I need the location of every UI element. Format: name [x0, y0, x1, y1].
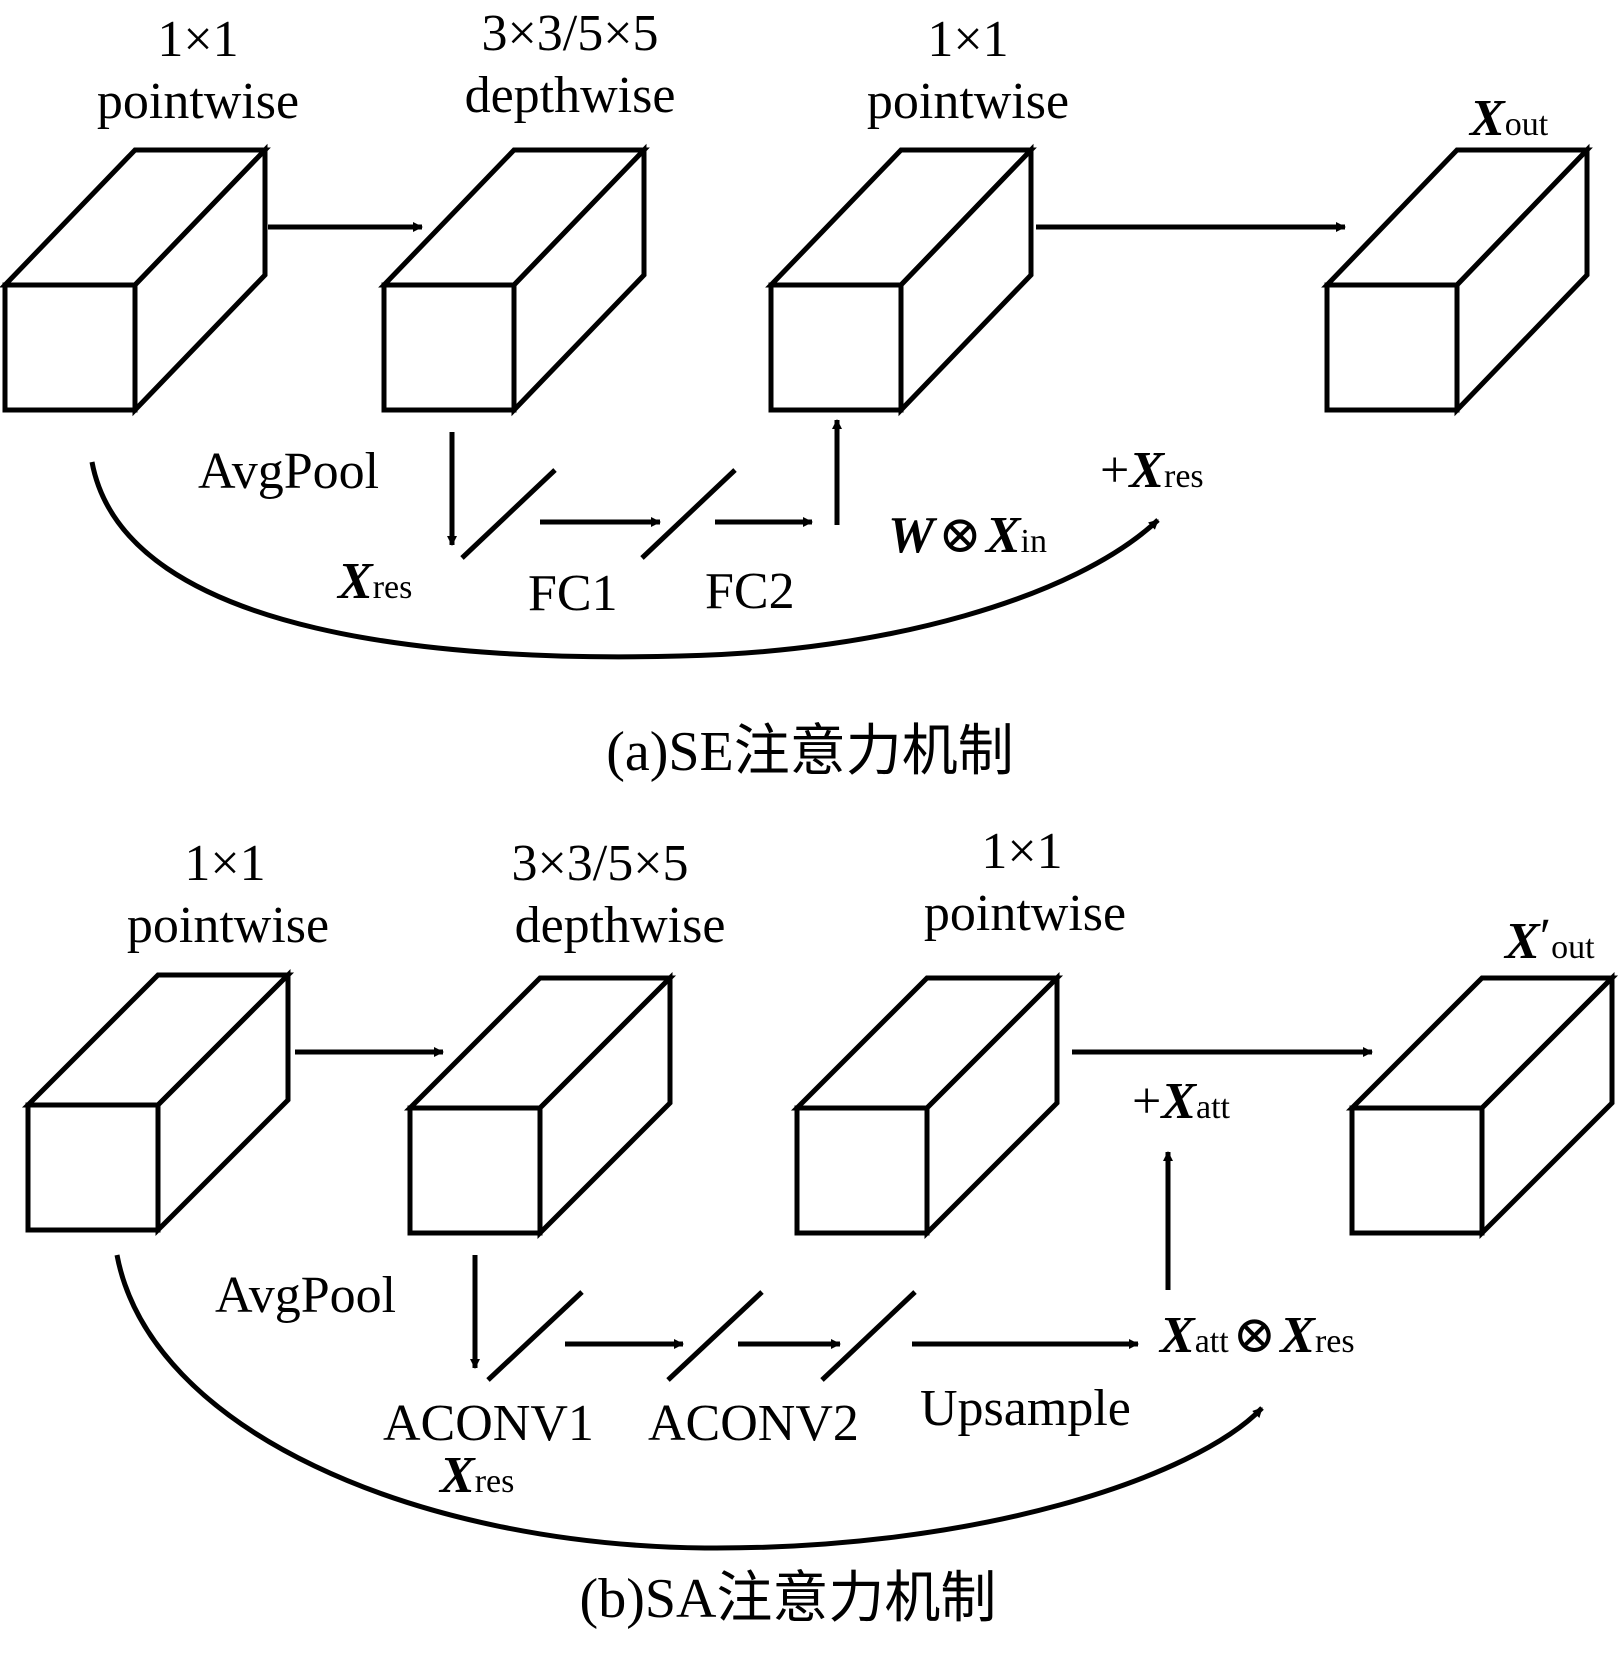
panel-a-slash-fc1 — [460, 468, 557, 560]
panel-b-slash-aconv2 — [666, 1290, 764, 1382]
panel-a-block3-type-label: pointwise — [867, 73, 1069, 130]
panel-b-sa-attention: 1×1 pointwise 3×3/5×5 depthwise 1×1 poin… — [21, 823, 1619, 1630]
panel-b-block3-size-label: 1×1 — [981, 823, 1062, 880]
panel-b-output-label: X′out — [1503, 909, 1595, 970]
panel-a-fc2-label: FC2 — [705, 563, 795, 620]
panel-a-caption: (a)SE注意力机制 — [606, 721, 1014, 783]
panel-a-output-label: Xout — [1468, 90, 1549, 147]
panel-b-slash-aconv1 — [486, 1290, 584, 1382]
panel-b-slash-upsample — [820, 1290, 917, 1382]
panel-a-output-block: Xout — [1321, 90, 1593, 417]
panel-b-block3-type-label: pointwise — [924, 885, 1126, 942]
panel-a-block1-pointwise: 1×1 pointwise — [0, 11, 299, 417]
panel-b-block2-size-label: 3×3/5×5 — [511, 835, 688, 892]
panel-b-block2-depthwise: 3×3/5×5 depthwise — [403, 835, 726, 1240]
panel-a-block1-type-label: pointwise — [97, 73, 299, 130]
panel-a-residual-add-label: +Xres — [1100, 442, 1204, 499]
panel-a-block2-type-label: depthwise — [465, 67, 676, 124]
panel-b-xres-label: Xres — [438, 1447, 514, 1504]
panel-a-weight-product-label: W⊗Xin — [888, 507, 1047, 564]
panel-a-block2-depthwise: 3×3/5×5 depthwise — [378, 5, 676, 417]
panel-b-output-block: X′out — [1345, 909, 1619, 1240]
panel-b-avgpool-label: AvgPool — [215, 1267, 396, 1324]
panel-b-aconv1-label: ACONV1 — [383, 1395, 594, 1452]
panel-b-block2-type-label: depthwise — [515, 897, 726, 954]
panel-a-xres-label: Xres — [336, 553, 412, 610]
panel-b-block3-pointwise: 1×1 pointwise — [790, 823, 1126, 1240]
panel-b-caption: (b)SA注意力机制 — [580, 1568, 997, 1630]
panel-b-block1-size-label: 1×1 — [184, 835, 265, 892]
panel-a-block2-size-label: 3×3/5×5 — [481, 5, 658, 62]
panel-a-se-attention: 1×1 pointwise 3×3/5×5 depthwise 1×1 poin… — [0, 5, 1593, 783]
panel-b-block1-pointwise: 1×1 pointwise — [21, 835, 329, 1237]
panel-a-block3-pointwise: 1×1 pointwise — [765, 11, 1069, 417]
panel-b-block1-type-label: pointwise — [127, 897, 329, 954]
panel-a-avgpool-label: AvgPool — [198, 443, 379, 500]
panel-b-residual-skip-curve — [114, 1254, 1264, 1551]
panel-a-slash-fc2 — [640, 468, 737, 560]
panel-b-upsample-label: Upsample — [920, 1380, 1131, 1437]
panel-a-block3-size-label: 1×1 — [927, 11, 1008, 68]
panel-a-residual-skip-curve — [89, 461, 1160, 660]
panel-b-attention-product-label: Xatt⊗Xres — [1158, 1307, 1355, 1364]
panel-b-aconv2-label: ACONV2 — [648, 1395, 859, 1452]
panel-b-residual-add-label: +Xatt — [1132, 1073, 1231, 1130]
panel-a-block1-size-label: 1×1 — [157, 11, 238, 68]
panel-a-fc1-label: FC1 — [528, 565, 618, 622]
